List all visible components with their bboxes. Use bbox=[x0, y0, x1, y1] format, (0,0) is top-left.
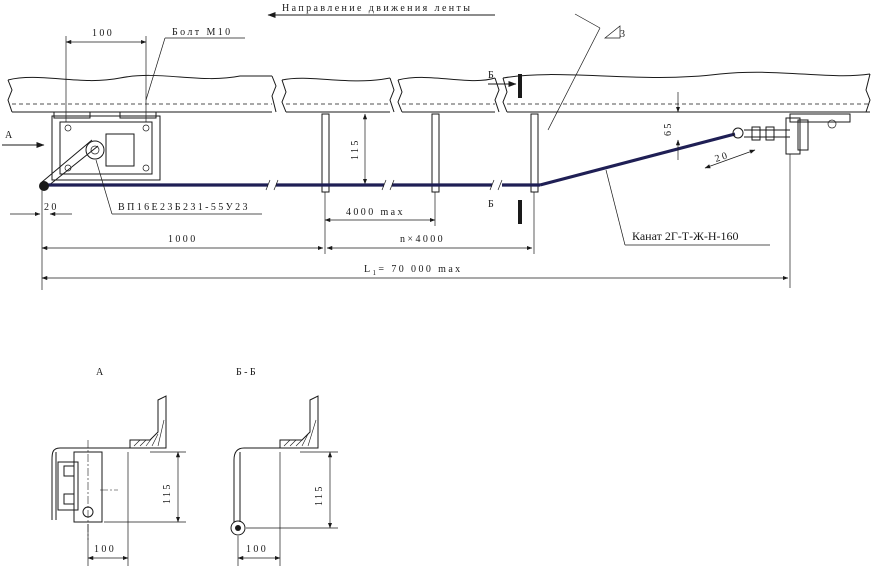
dim-100-top-label: 100 bbox=[92, 28, 114, 39]
device-callout: ВП16Е23Б231-55У23 bbox=[95, 159, 262, 215]
roughness-mark: 3 bbox=[547, 13, 627, 131]
view-a-title: А bbox=[96, 367, 106, 378]
dim-100-top: 100 bbox=[65, 28, 147, 122]
switch-device bbox=[41, 111, 161, 187]
rope bbox=[39, 132, 736, 191]
dim-20-right: 20 bbox=[704, 149, 756, 169]
view-a-dim-115: 115 bbox=[162, 482, 173, 504]
dim-20-left: 20 bbox=[10, 190, 72, 290]
dim-20-left-label: 20 bbox=[44, 202, 59, 213]
conveyor-belt bbox=[7, 71, 871, 113]
section-bb-dim-115: 115 bbox=[314, 484, 325, 506]
dim-L1: L1= 70 000 max bbox=[41, 154, 791, 288]
dim-4000: 4000 max bbox=[324, 192, 436, 254]
bolt-callout: Болт М10 bbox=[145, 27, 245, 101]
dim-65-label: 65 bbox=[663, 121, 674, 136]
tensioner bbox=[732, 113, 851, 155]
rope-label: Канат 2Г-Т-Ж-Н-160 bbox=[632, 229, 739, 243]
roughness-label: 3 bbox=[620, 29, 627, 40]
section-bb-title: Б-Б bbox=[236, 367, 258, 378]
section-bb: Б-Б 115 100 bbox=[230, 367, 338, 566]
dim-65: 65 bbox=[663, 92, 681, 160]
dim-n4000-label: n×4000 bbox=[400, 234, 445, 245]
rope-callout: Канат 2Г-Т-Ж-Н-160 bbox=[605, 169, 770, 246]
section-b-top-letter: Б bbox=[488, 70, 496, 81]
supports bbox=[321, 113, 539, 193]
belt-direction-annotation: Направление движения ленты bbox=[267, 3, 495, 18]
section-b-bottom-letter: Б bbox=[488, 199, 496, 210]
dim-1000: 1000 bbox=[41, 234, 324, 251]
dim-20-right-label: 20 bbox=[714, 150, 731, 165]
section-b-arrows: Б Б bbox=[488, 70, 522, 224]
dim-115-main: 115 bbox=[350, 113, 368, 185]
bolt-label: Болт М10 bbox=[172, 27, 233, 38]
view-a-arrow: A bbox=[2, 130, 45, 148]
dim-115-main-label: 115 bbox=[350, 138, 361, 160]
view-a: А 115 100 bbox=[51, 367, 186, 566]
dim-1000-label: 1000 bbox=[168, 234, 198, 245]
view-a-dim-100: 100 bbox=[94, 544, 116, 555]
section-bb-dim-100: 100 bbox=[246, 544, 268, 555]
dim-n4000: n×4000 bbox=[326, 192, 535, 254]
device-label: ВП16Е23Б231-55У23 bbox=[118, 202, 250, 213]
view-a-letter: A bbox=[5, 130, 15, 141]
dim-4000-label: 4000 max bbox=[346, 207, 405, 218]
dim-L1-symbol: L1= 70 000 max bbox=[364, 264, 463, 277]
direction-label: Направление движения ленты bbox=[282, 3, 472, 14]
